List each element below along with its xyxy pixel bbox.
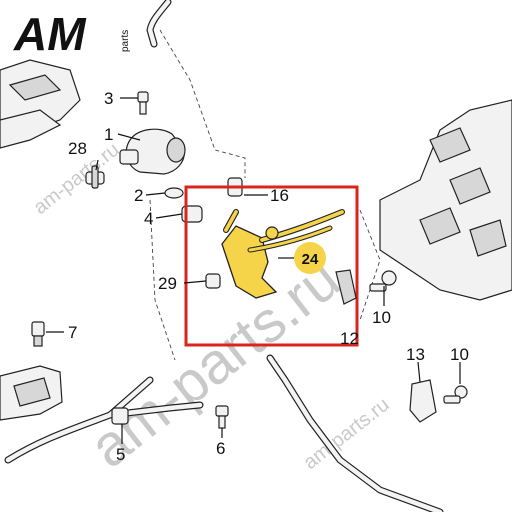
callout-10-a: 10: [372, 308, 391, 327]
logo-letters: AM: [13, 8, 87, 60]
bracket-12: [335, 269, 357, 305]
bolt-3: [137, 91, 149, 115]
callout-7: 7: [68, 323, 77, 342]
sensor-7: [31, 321, 45, 347]
fuel-rail-lower: [0, 365, 63, 421]
callout-10-b: 10: [450, 345, 469, 364]
callout-5: 5: [116, 445, 125, 464]
fuel-rail-upper: [0, 59, 81, 149]
am-parts-logo: AM parts: [13, 8, 131, 60]
guide-line-c: [359, 209, 381, 321]
pressure-sensor-part: [221, 209, 345, 299]
leader-lines: [46, 97, 461, 444]
highlight-frame: [184, 185, 359, 347]
callout-12: 12: [340, 329, 359, 348]
connector-5: [111, 407, 129, 425]
guide-line-b: [149, 199, 176, 361]
guide-line-a: [159, 29, 246, 178]
plug-28: [85, 165, 105, 189]
callout-1: 1: [104, 125, 113, 144]
badge-circle: [294, 242, 326, 274]
badge-number: 24: [302, 251, 319, 268]
highlight-badge: 24: [294, 242, 326, 274]
cylinder-head: [379, 99, 512, 301]
callout-4: 4: [144, 209, 153, 228]
clip-29: [205, 273, 221, 289]
callout-6: 6: [216, 439, 225, 458]
callout-16: 16: [270, 186, 289, 205]
callout-3: 3: [104, 89, 113, 108]
watermark-layer: am-parts.ru am-parts.ru am-parts.ru: [30, 139, 394, 481]
bolt-10-b: [443, 385, 468, 404]
high-pressure-pump: [119, 128, 186, 175]
callout-2: 2: [134, 186, 143, 205]
logo-sub: parts: [120, 30, 131, 52]
callout-28: 28: [68, 139, 87, 158]
bolt-6: [215, 405, 229, 429]
bracket-13: [409, 379, 437, 423]
callout-29: 29: [158, 274, 177, 293]
bolt-10-a: [369, 270, 397, 292]
callout-13: 13: [406, 345, 425, 364]
seal-2: [164, 187, 184, 199]
